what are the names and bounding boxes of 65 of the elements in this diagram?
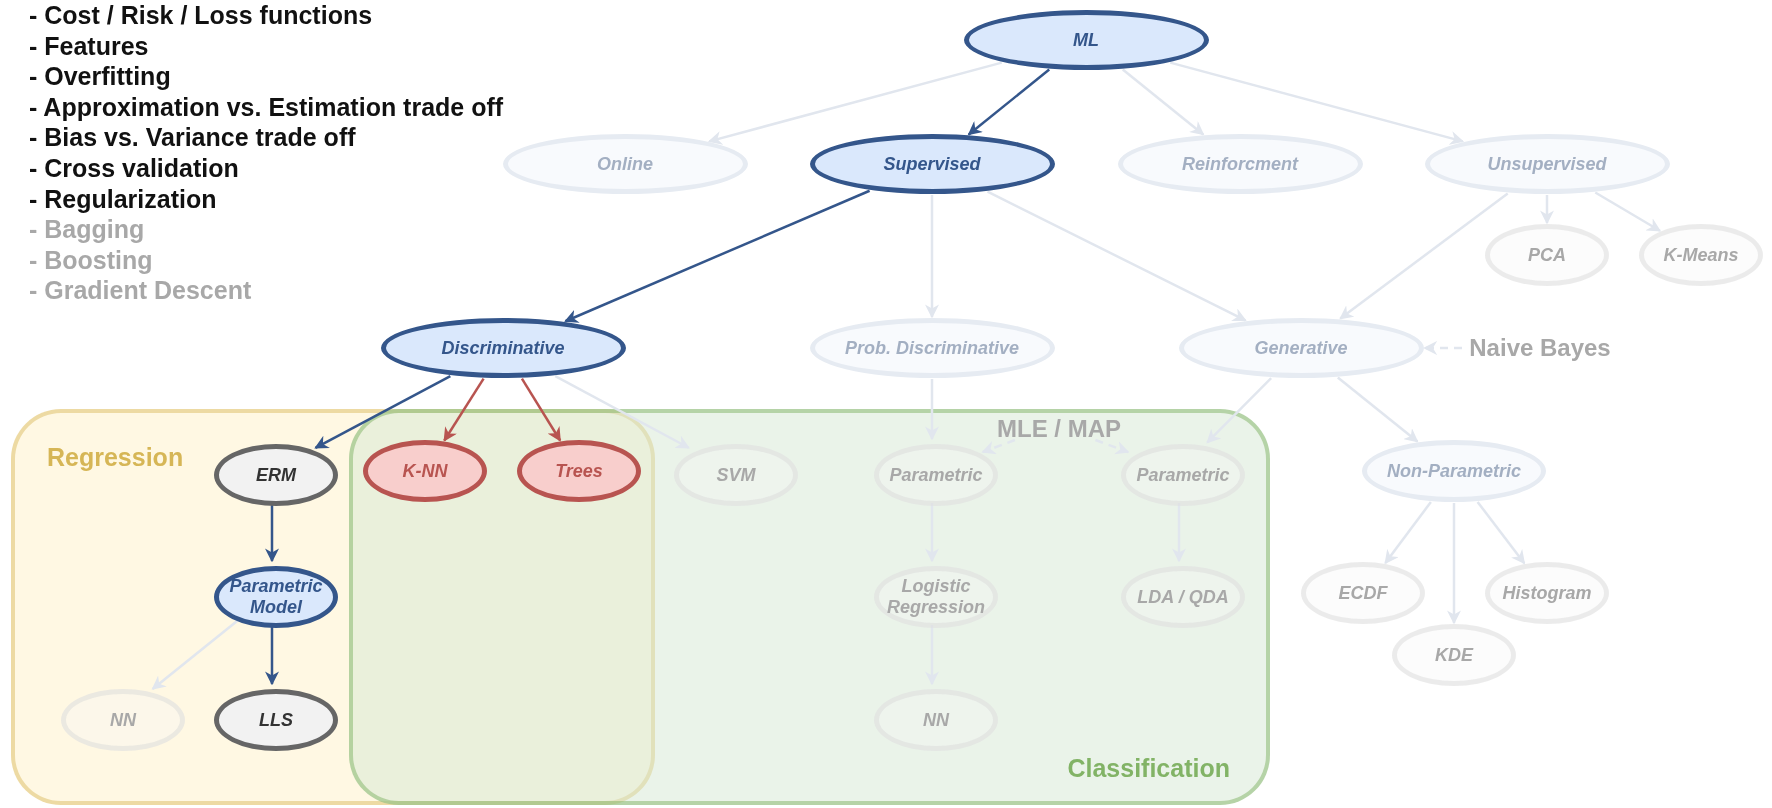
arrow xyxy=(925,195,939,319)
bullet-text: - Approximation vs. Estimation trade off xyxy=(29,91,504,123)
ellipse-node: Reinforcment xyxy=(1117,134,1363,194)
arrow xyxy=(1384,501,1432,565)
ellipse-node: NN xyxy=(61,689,185,751)
ellipse-node: ML xyxy=(963,10,1209,70)
arrow xyxy=(151,619,240,690)
arrow xyxy=(265,625,279,686)
arrow xyxy=(1447,503,1461,625)
annotation-text: Naive Bayes xyxy=(1465,333,1615,363)
arrow xyxy=(1339,192,1509,320)
arrow xyxy=(967,68,1051,136)
arrow xyxy=(1423,341,1462,355)
ellipse-node: Parametric Model xyxy=(214,566,338,628)
region-label: Classification xyxy=(1067,752,1230,784)
ellipse-node: Logistic Regression xyxy=(874,566,998,628)
ellipse-node: LDA / QDA xyxy=(1121,566,1245,628)
ellipse-node: Trees xyxy=(517,440,641,502)
ellipse-node: ERM xyxy=(214,444,338,506)
arrow xyxy=(520,377,562,442)
ellipse-node: NN xyxy=(874,689,998,751)
ellipse-node: Discriminative xyxy=(380,318,626,378)
bullet-text: - Boosting xyxy=(29,244,154,276)
ellipse-node: K-Means xyxy=(1639,224,1763,286)
ellipse-node: KDE xyxy=(1392,624,1516,686)
ellipse-node: SVM xyxy=(674,444,798,506)
region-label: Regression xyxy=(47,442,184,473)
arrow xyxy=(1206,377,1273,444)
ellipse-node: Supervised xyxy=(809,134,1055,194)
ellipse-node: ECDF xyxy=(1301,562,1425,624)
arrow xyxy=(314,374,451,449)
arrow xyxy=(564,189,871,323)
bullet-text: - Regularization xyxy=(29,183,218,215)
ellipse-node: Parametric xyxy=(1121,444,1245,506)
arrow xyxy=(1540,195,1554,225)
ellipse-node: LLS xyxy=(214,689,338,751)
arrow xyxy=(1121,68,1205,136)
ellipse-node: Online xyxy=(502,134,748,194)
annotation-text: MLE / MAP xyxy=(997,416,1121,442)
arrow xyxy=(443,377,485,442)
ellipse-node: Prob. Discriminative xyxy=(809,318,1055,378)
arrow xyxy=(925,379,939,441)
ellipse-node: Histogram xyxy=(1485,562,1609,624)
bullet-text: - Cost / Risk / Loss functions xyxy=(29,0,374,31)
ellipse-node: K-NN xyxy=(363,440,487,502)
ellipse-node: Generative xyxy=(1178,318,1424,378)
bullet-text: - Overfitting xyxy=(29,61,172,92)
bullet-text: - Cross validation xyxy=(29,152,240,184)
ellipse-node: Non-Parametric xyxy=(1362,440,1546,502)
arrow xyxy=(986,190,1247,322)
bullet-text: - Features xyxy=(29,30,150,62)
arrow xyxy=(265,503,279,563)
ellipse-node: PCA xyxy=(1485,224,1609,286)
arrow xyxy=(1337,376,1419,443)
arrow xyxy=(1169,61,1465,145)
arrow xyxy=(554,375,690,449)
bullet-text: - Gradient Descent xyxy=(29,275,253,306)
ellipse-node: Parametric xyxy=(874,444,998,506)
arrow xyxy=(1476,501,1526,565)
bullet-text: - Bias vs. Variance trade off xyxy=(29,122,357,153)
arrow xyxy=(1594,191,1662,232)
bullet-text: - Bagging xyxy=(29,214,146,245)
ellipse-node: Unsupervised xyxy=(1424,134,1670,194)
arrow xyxy=(707,61,1003,145)
region-panel xyxy=(349,409,1270,805)
